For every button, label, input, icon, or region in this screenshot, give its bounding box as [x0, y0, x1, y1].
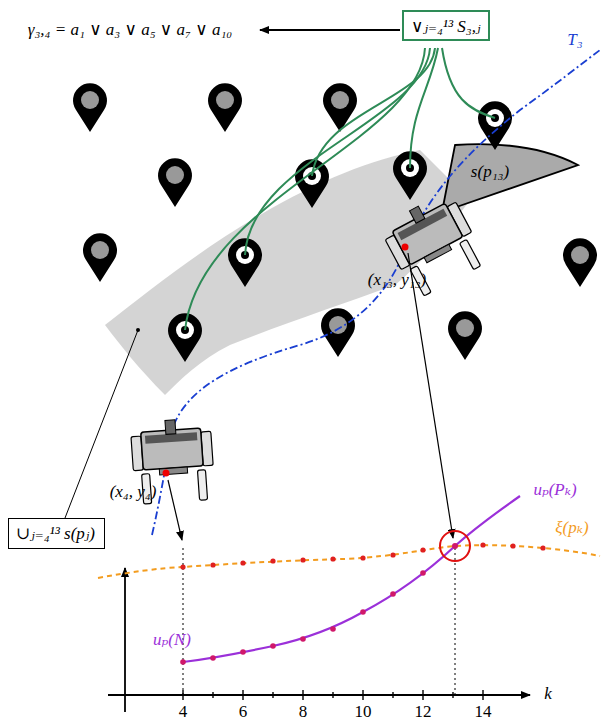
tick-number: 12: [413, 703, 434, 722]
curve-label: uₚ(Pₖ): [531, 481, 578, 500]
pose-label: (x₁₃, y₁₃): [366, 271, 429, 290]
sensor-footprint-label: s(p₁₃): [469, 163, 511, 182]
curve-label: ξ(pₖ): [553, 519, 590, 538]
tick-number: 4: [177, 703, 190, 722]
union-box: ∪ⱼ₌₄¹³ s(pⱼ): [8, 518, 105, 549]
tick-number: 8: [297, 703, 310, 722]
trajectory-name: T₃: [565, 31, 584, 50]
tick-number: 6: [237, 703, 250, 722]
node-text: ∨ⱼ₌₄¹³ S₃,ⱼ: [411, 17, 480, 36]
tick-number: 10: [353, 703, 374, 722]
axis-label: k: [542, 685, 554, 704]
pose-label: (x₄, y₄): [108, 483, 159, 502]
node-text: ∪ⱼ₌₄¹³ s(pⱼ): [16, 524, 95, 543]
formula-text: γ₃,₄ = a₁ ∨ a₃ ∨ a₅ ∨ a₇ ∨ a₁₀: [26, 21, 234, 40]
curve-label: uₚ(N): [151, 631, 193, 650]
tick-number: 14: [473, 703, 494, 722]
formula-box: ∨ⱼ₌₄¹³ S₃,ⱼ: [402, 10, 490, 41]
